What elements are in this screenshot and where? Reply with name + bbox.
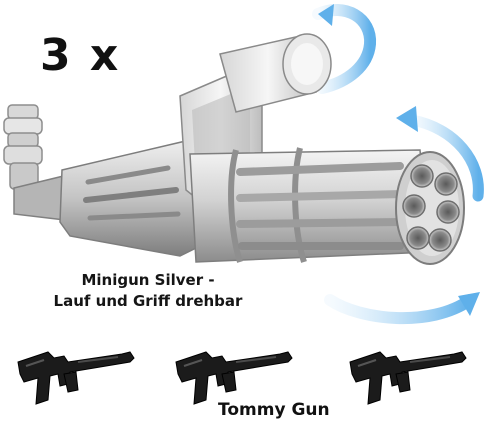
- minigun-caption: Minigun Silver - Lauf und Griff drehbar: [48, 270, 248, 312]
- minigun-caption-line2: Lauf und Griff drehbar: [53, 292, 243, 310]
- rotate-arrow-icon: [312, 4, 377, 94]
- tommy-gun-icon: [17, 351, 135, 405]
- minigun-icon: [3, 33, 465, 265]
- tommy-gun-label: Tommy Gun: [218, 400, 330, 420]
- rotate-arrow-icon: [324, 292, 480, 325]
- rotate-arrow-icon: [396, 106, 484, 202]
- tommy-gun-row: [17, 351, 467, 405]
- quantity-label: 3 x: [40, 30, 121, 81]
- minigun-caption-line1: Minigun Silver -: [81, 271, 215, 289]
- tommy-gun-icon: [175, 351, 293, 405]
- tommy-gun-icon: [349, 351, 467, 405]
